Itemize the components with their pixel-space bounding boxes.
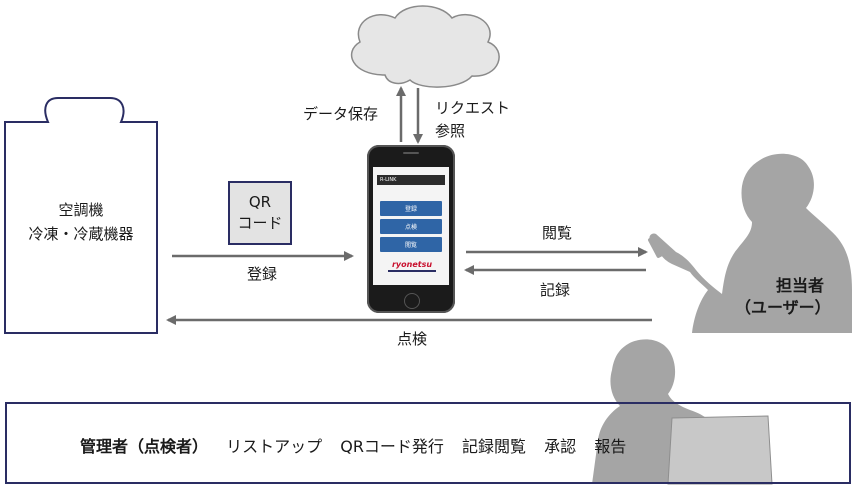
task-report: 報告 <box>594 437 627 456</box>
app-inspect-button[interactable]: 点検 <box>380 219 442 234</box>
browse-label: 閲覧 <box>542 224 573 242</box>
brand-logo: ryonetsu <box>391 260 433 269</box>
user-silhouette <box>648 153 852 333</box>
user-label-line1: 担当者 <box>775 276 824 295</box>
admin-title: 管理者（点検者） <box>80 437 209 456</box>
qr-code-box: QR コード <box>228 181 292 245</box>
unit-label-line2: 冷凍・冷蔵機器 <box>28 225 134 243</box>
phone-speaker <box>403 152 419 154</box>
request-label: リクエスト <box>435 99 511 117</box>
reference-label: 参照 <box>435 122 466 140</box>
qr-label-line1: QR <box>248 193 272 211</box>
task-record-view: 記録閲覧 <box>462 437 527 456</box>
data-save-label: データ保存 <box>303 105 379 123</box>
user-label: 担当者 <box>765 272 835 296</box>
cloud-icon <box>350 5 500 88</box>
admin-tasks-row: 管理者（点検者） リストアップ QRコード発行 記録閲覧 承認 報告 <box>80 433 639 457</box>
app-browse-label: 閲覧 <box>404 242 417 249</box>
app-browse-button[interactable]: 閲覧 <box>380 237 442 252</box>
unit-label-line1: 空調機 <box>58 201 104 219</box>
brand-underline <box>388 270 436 272</box>
app-register-label: 登録 <box>404 206 417 213</box>
inspect-label: 点検 <box>397 330 428 348</box>
unit-outline <box>4 97 158 334</box>
admin-silhouette <box>592 339 773 485</box>
app-register-button[interactable]: 登録 <box>380 201 442 216</box>
task-approve: 承認 <box>544 437 577 456</box>
record-label: 記録 <box>540 281 571 299</box>
task-qr-issue: QRコード発行 <box>340 437 444 456</box>
app-inspect-label: 点検 <box>404 224 417 231</box>
task-list-up: リストアップ <box>226 437 323 456</box>
register-label: 登録 <box>247 265 278 283</box>
phone-screen: R-LINK 登録 点検 閲覧 ryonetsu <box>373 167 449 285</box>
user-label-line2: （ユーザー） <box>735 298 831 317</box>
home-button[interactable] <box>404 293 420 309</box>
smartphone: R-LINK 登録 点検 閲覧 ryonetsu <box>367 145 455 313</box>
admin-panel <box>5 402 851 484</box>
qr-label-line2: コード <box>237 214 283 232</box>
unit-label: 空調機 冷凍・冷蔵機器 <box>6 198 156 246</box>
app-header: R-LINK <box>377 175 445 185</box>
